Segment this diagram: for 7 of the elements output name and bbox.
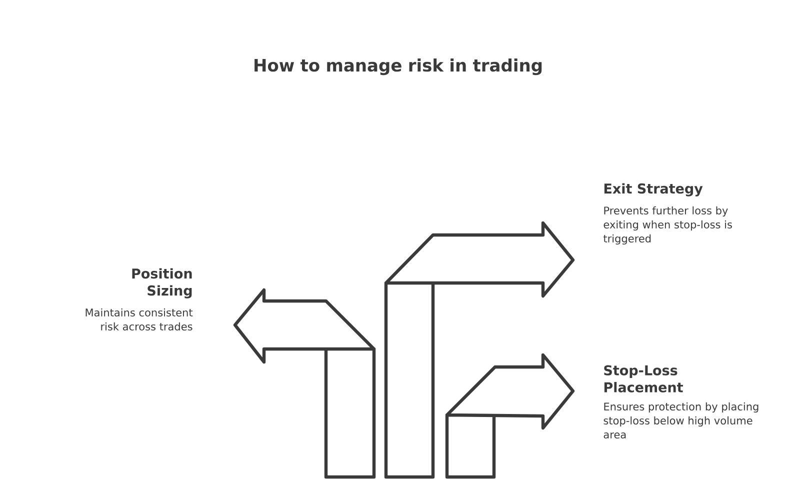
heading: Position Sizing — [132, 268, 192, 298]
title: How to manage risk in trading — [254, 58, 542, 76]
description: Ensures protection by placing stop-loss below high volume area — [604, 402, 758, 439]
heading: Exit Strategy — [604, 183, 703, 196]
description: Prevents further loss by exiting when stop-loss is triggered — [603, 206, 732, 245]
description: Maintains consistent risk across trades — [86, 308, 193, 330]
heading: Stop-Loss Placement — [604, 365, 683, 392]
